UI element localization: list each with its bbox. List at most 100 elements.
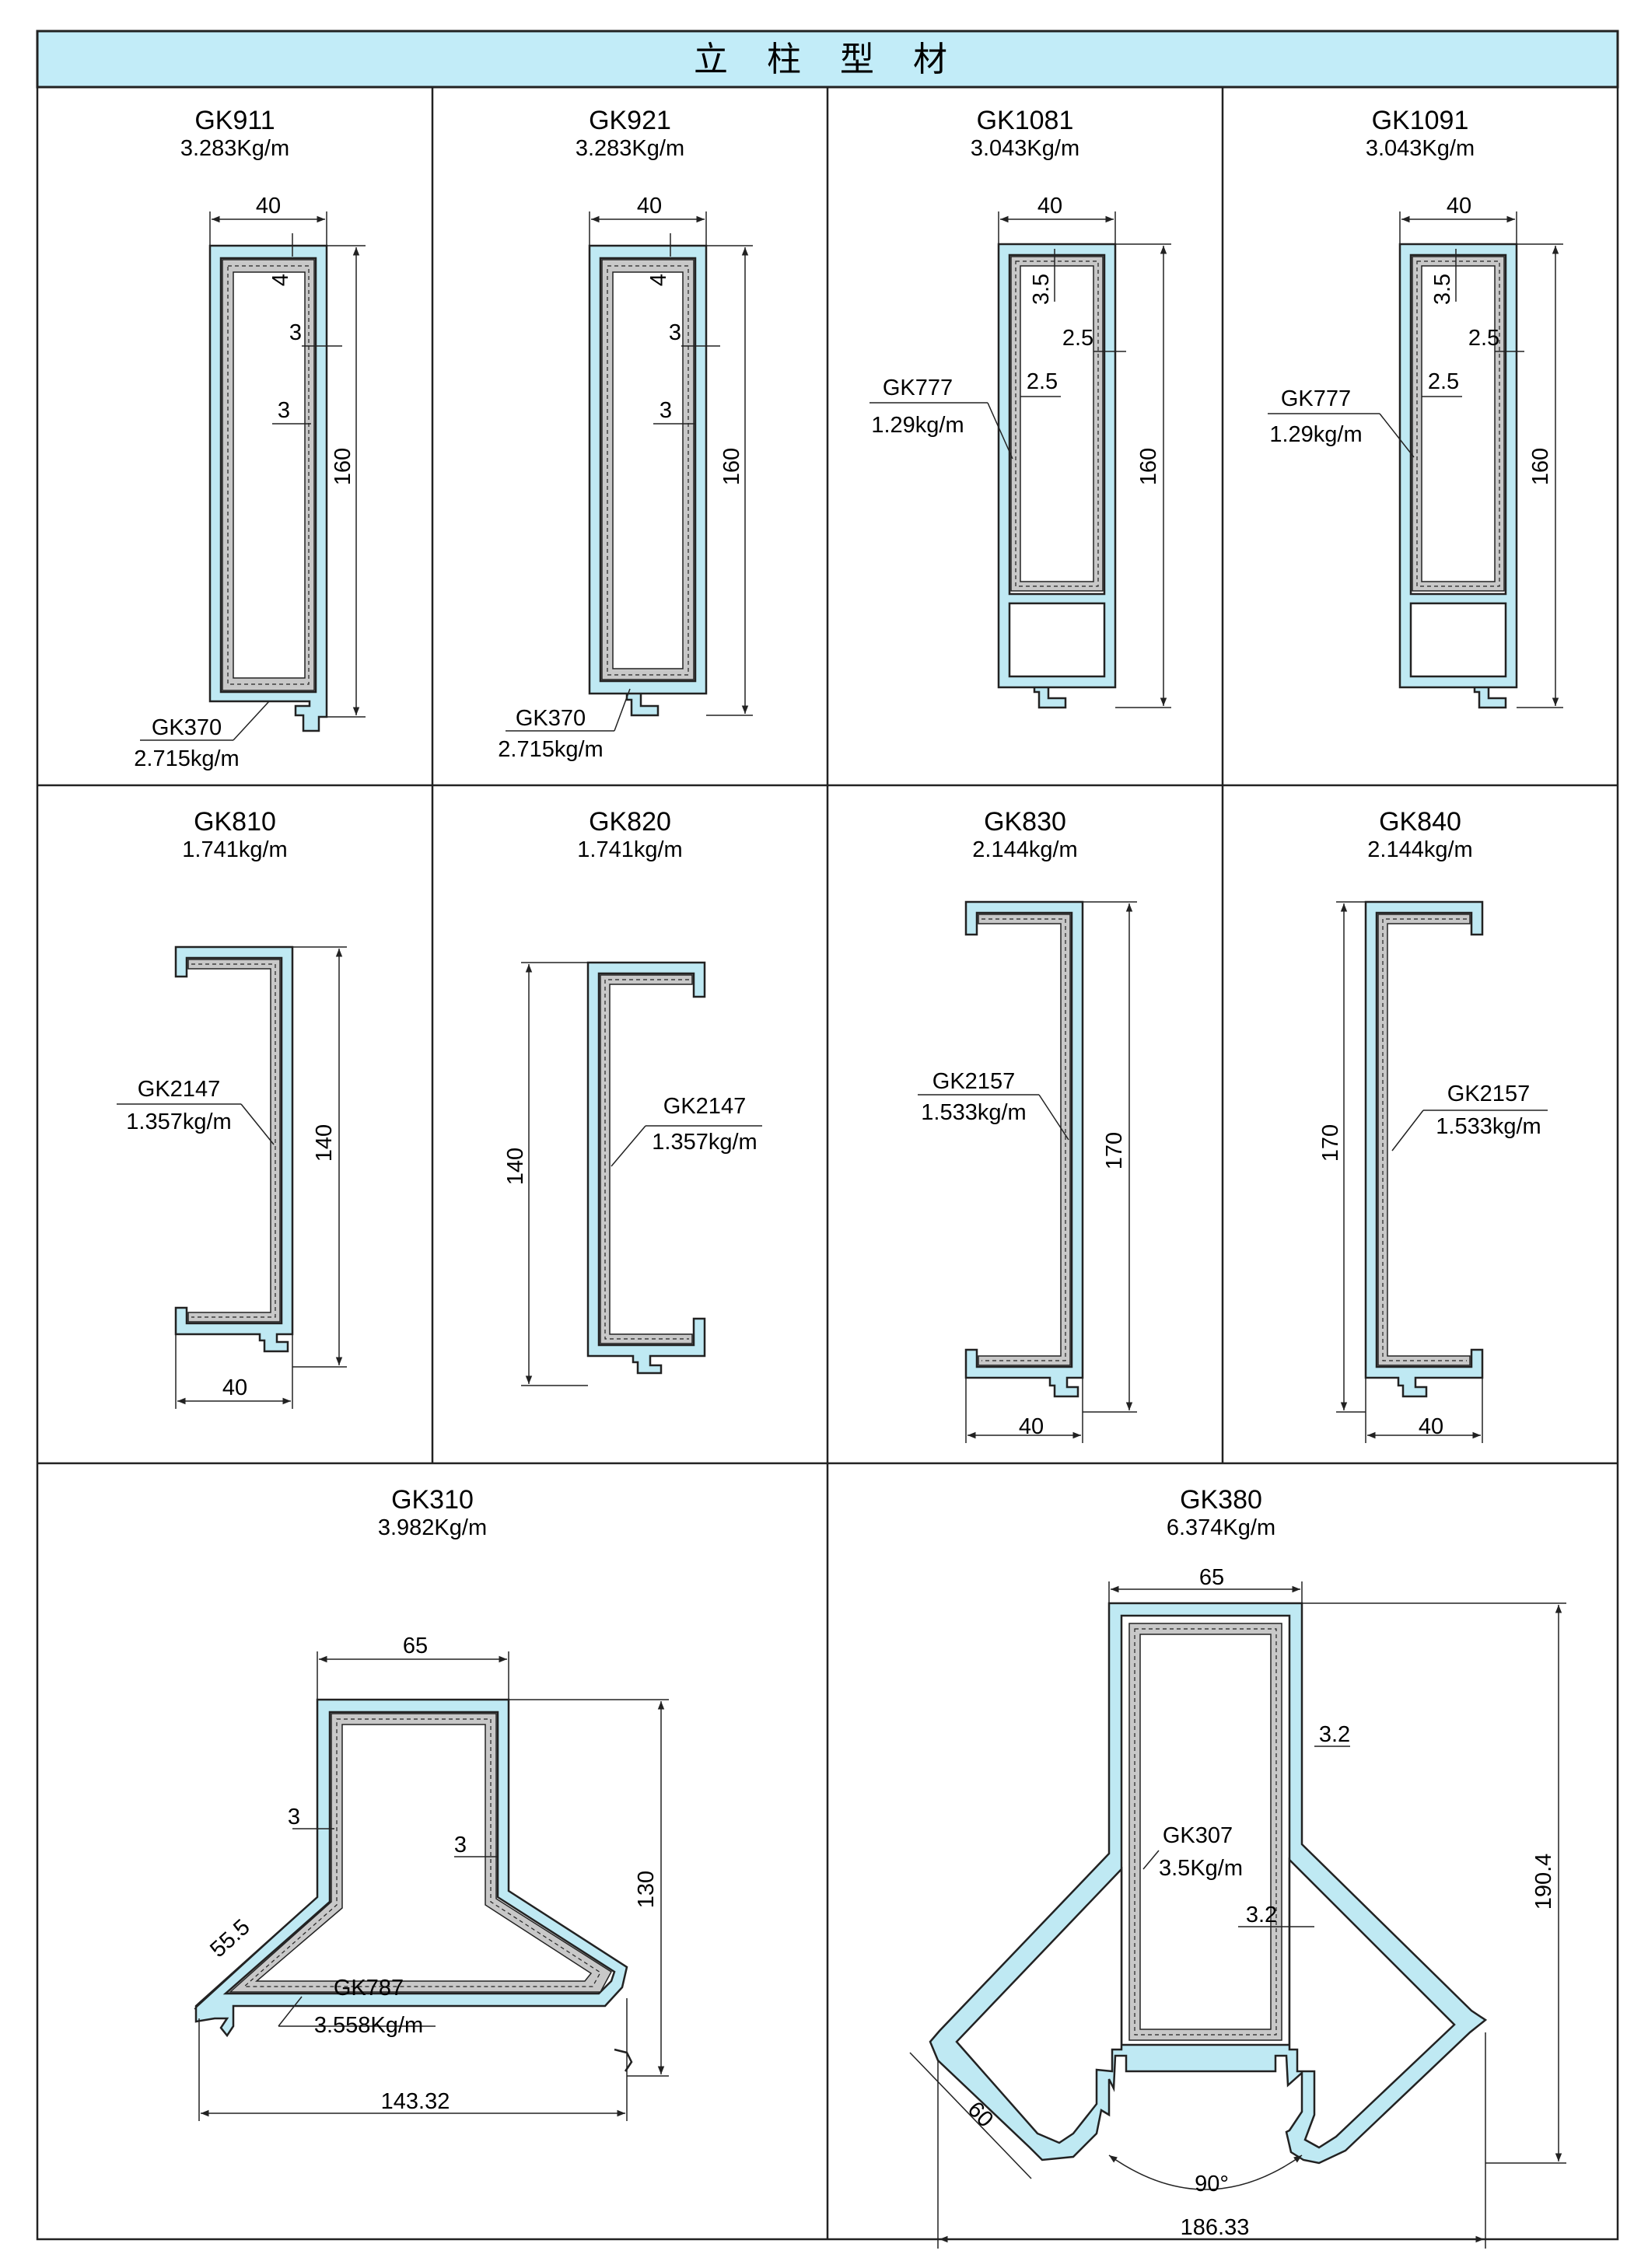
dim-height: 160	[1528, 448, 1553, 485]
insert-weight: 1.29kg/m	[1269, 422, 1362, 447]
profile-gk1091	[1398, 243, 1518, 709]
dimension-lines	[117, 946, 347, 1409]
dim-width: 40	[1037, 194, 1062, 218]
dim-wall-top: 3.5	[1430, 274, 1455, 305]
insert-gk2157	[978, 914, 1071, 1366]
profile-name: GK1081	[977, 106, 1074, 135]
insert-name: GK307	[1163, 1823, 1233, 1848]
cell-gk840: GK840 2.144kg/m 170 40 GK2157 1.533kg/m	[1318, 807, 1548, 1443]
dim-height: 140	[503, 1148, 528, 1185]
dim-wall-outer: 3	[288, 1805, 300, 1829]
dim-height: 190.4	[1531, 1854, 1556, 1910]
profile-weight: 6.374Kg/m	[1167, 1515, 1275, 1540]
insert-gk307	[1128, 1623, 1282, 2041]
profile-name: GK820	[589, 807, 671, 837]
profile-gk380-leg-left-inner	[955, 1866, 1123, 2144]
dimension-lines	[506, 211, 753, 732]
profile-gk810	[174, 945, 294, 1353]
insert-dash	[227, 265, 310, 685]
profile-gk820	[586, 961, 706, 1375]
grid-lines	[36, 86, 1619, 2241]
insert-weight: 1.29kg/m	[871, 413, 964, 438]
insert-weight: 2.715kg/m	[134, 746, 239, 771]
dim-height: 160	[1136, 448, 1161, 485]
page-title: 立 柱 型 材	[694, 40, 961, 79]
insert-weight: 1.357kg/m	[126, 1110, 231, 1134]
cell-gk1081: GK1081 3.043Kg/m 40 3.5 2.5 2.5 160 GK77…	[869, 106, 1171, 709]
insert-dash	[1382, 918, 1467, 1361]
dim-wall-outer: 3.2	[1319, 1722, 1350, 1747]
profile-gk380-leg-right-inner	[1288, 1857, 1456, 2149]
cell-gk830: GK830 2.144kg/m 170 40 GK2157 1.533kg/m	[918, 807, 1137, 1443]
profile-weight: 1.741kg/m	[182, 837, 287, 862]
profile-gk1081	[997, 243, 1117, 709]
profile-gk921	[588, 244, 708, 717]
profile-gk830	[964, 900, 1084, 1398]
dim-height: 160	[719, 448, 744, 485]
insert-name: GK2147	[138, 1077, 220, 1102]
dim-wall-top: 4	[268, 274, 293, 286]
profile-name: GK840	[1379, 807, 1461, 837]
insert-name: GK777	[1281, 386, 1351, 411]
header-band	[36, 30, 1619, 89]
dim-wall-inner: 3.2	[1246, 1903, 1277, 1927]
dim-wall-inner: 3	[454, 1833, 467, 1857]
cell-gk380: GK380 6.374Kg/m 65 3.2 3.2 190.4 60 90° …	[909, 1485, 1566, 2249]
profile-gk310	[194, 1698, 628, 2038]
profile-name: GK911	[194, 106, 275, 135]
dim-width: 40	[222, 1375, 247, 1400]
profile-weight: 3.283Kg/m	[576, 136, 684, 161]
cell-gk810: GK810 1.741kg/m 140 40 GK2147 1.357kg/m	[117, 807, 347, 1409]
dimension-lines	[1268, 211, 1563, 708]
cell-gk310: GK310 3.982Kg/m 65 3 3 130 55.5 143.32 G…	[194, 1485, 669, 2121]
profile-weight: 3.043Kg/m	[1366, 136, 1475, 161]
dim-wall-outer: 3	[289, 320, 302, 345]
dim-wall-inner: 2.5	[1428, 369, 1459, 394]
cell-gk820: GK820 1.741kg/m 140 GK2147 1.357kg/m	[503, 807, 762, 1386]
dim-total-width: 186.33	[1181, 2215, 1250, 2240]
dimension-lines	[521, 962, 762, 1386]
insert-dash	[1134, 1628, 1277, 2036]
insert-gk777	[1412, 256, 1505, 592]
insert-gk2147	[600, 974, 693, 1344]
insert-name: GK2147	[663, 1094, 746, 1119]
insert-name: GK370	[516, 706, 586, 731]
insert-dash	[981, 918, 1066, 1361]
insert-dash	[1416, 260, 1500, 587]
insert-name: GK2157	[932, 1069, 1015, 1094]
profile-weight: 3.043Kg/m	[971, 136, 1079, 161]
cell-gk1091: GK1091 3.043Kg/m 40 3.5 2.5 2.5 160 GK77…	[1268, 106, 1563, 709]
dim-width: 40	[1447, 194, 1471, 218]
profile-name: GK810	[194, 807, 276, 837]
dimension-lines	[909, 1581, 1566, 2249]
dim-height: 170	[1318, 1124, 1343, 1162]
insert-dash	[243, 1718, 601, 1987]
dimension-lines	[140, 211, 366, 741]
profile-weight: 1.741kg/m	[577, 837, 682, 862]
dim-height: 130	[634, 1871, 659, 1908]
profile-hook	[614, 2048, 633, 2072]
dimension-lines	[1336, 901, 1548, 1443]
dim-wall-inner: 3	[660, 398, 672, 423]
insert-dash	[1015, 260, 1099, 587]
dim-height: 140	[312, 1124, 337, 1162]
dim-height: 170	[1102, 1132, 1127, 1169]
insert-dash	[191, 963, 276, 1318]
profile-name: GK1091	[1372, 106, 1469, 135]
profile-weight: 2.144kg/m	[972, 837, 1077, 862]
dimension-lines	[194, 1651, 669, 2121]
insert-weight: 3.5Kg/m	[1159, 1856, 1243, 1881]
dim-width: 40	[1019, 1414, 1044, 1439]
dim-slope: 55.5	[205, 1915, 254, 1963]
insert-gk777	[1010, 256, 1104, 592]
dim-width: 40	[637, 194, 662, 218]
insert-weight: 3.558Kg/m	[314, 2013, 423, 2038]
dim-width: 40	[1419, 1414, 1443, 1439]
insert-name: GK777	[883, 376, 953, 400]
insert-name: GK787	[334, 1976, 404, 2001]
insert-gk2147	[187, 959, 281, 1323]
insert-name: GK2157	[1447, 1082, 1530, 1106]
insert-name: GK370	[152, 715, 222, 740]
dim-wall-inner: 3	[278, 398, 290, 423]
insert-weight: 1.533kg/m	[1436, 1114, 1541, 1139]
